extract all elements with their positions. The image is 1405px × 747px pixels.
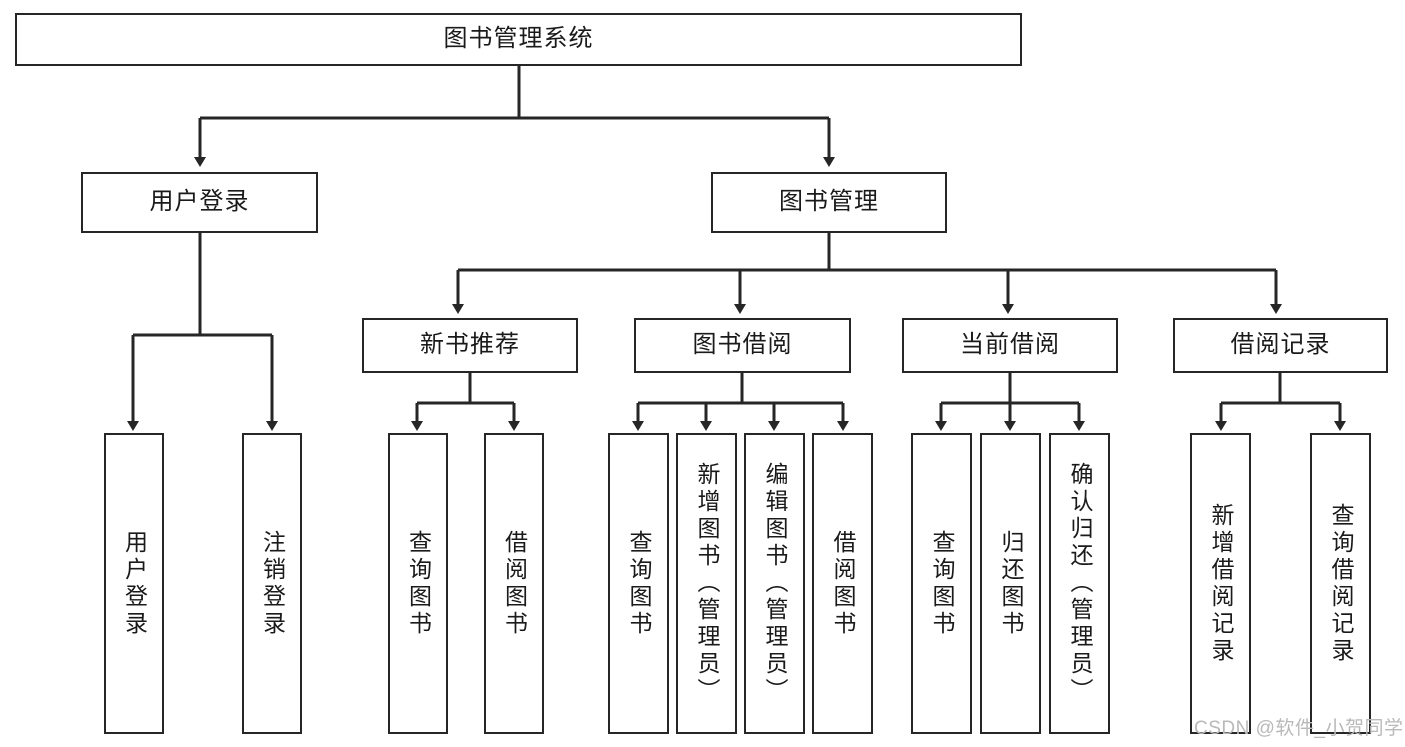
node-leaf-logout[interactable]: 注销登录 (242, 433, 302, 734)
node-borrow-record-label: 借阅记录 (1230, 331, 1331, 359)
watermark-text: CSDN @软件_小贺同学 (1194, 718, 1404, 739)
node-leaf-query-book-borrow-label: 查询图书 (626, 529, 653, 638)
node-leaf-borrow-book-recommend-label: 借阅图书 (501, 529, 528, 638)
node-borrow-record[interactable]: 借阅记录 (1173, 318, 1388, 373)
node-leaf-confirm-return-admin[interactable]: 确认归还（管理员） (1049, 433, 1110, 734)
node-book-management[interactable]: 图书管理 (711, 172, 947, 233)
node-leaf-edit-book-admin-label: 编辑图书（管理员） (762, 462, 789, 705)
node-leaf-return-book[interactable]: 归还图书 (980, 433, 1041, 734)
node-new-book-recommend-label: 新书推荐 (420, 331, 520, 359)
node-leaf-borrow-book-label: 借阅图书 (830, 529, 857, 638)
node-leaf-query-book-current[interactable]: 查询图书 (911, 433, 972, 734)
node-leaf-borrow-book-recommend[interactable]: 借阅图书 (484, 433, 544, 734)
node-current-borrow[interactable]: 当前借阅 (902, 318, 1118, 373)
node-leaf-query-book-recommend[interactable]: 查询图书 (388, 433, 448, 734)
node-user-login-label: 用户登录 (149, 188, 250, 216)
node-root-label: 图书管理系统 (443, 25, 594, 53)
node-user-login[interactable]: 用户登录 (81, 172, 318, 233)
node-leaf-query-book-recommend-label: 查询图书 (405, 529, 432, 638)
node-book-borrow-label: 图书借阅 (692, 331, 793, 359)
node-leaf-user-login[interactable]: 用户登录 (104, 433, 164, 734)
node-book-borrow[interactable]: 图书借阅 (634, 318, 851, 373)
node-new-book-recommend[interactable]: 新书推荐 (362, 318, 578, 373)
node-leaf-query-book-borrow[interactable]: 查询图书 (608, 433, 669, 734)
node-leaf-return-book-label: 归还图书 (998, 529, 1025, 638)
node-leaf-borrow-book[interactable]: 借阅图书 (812, 433, 873, 734)
node-leaf-edit-book-admin[interactable]: 编辑图书（管理员） (744, 433, 805, 734)
node-current-borrow-label: 当前借阅 (960, 331, 1060, 359)
node-leaf-user-login-label: 用户登录 (121, 529, 148, 638)
node-leaf-confirm-return-admin-label: 确认归还（管理员） (1067, 462, 1094, 705)
node-root[interactable]: 图书管理系统 (15, 13, 1022, 66)
node-book-management-label: 图书管理 (779, 188, 879, 216)
node-leaf-query-borrow-record-label: 查询借阅记录 (1328, 502, 1355, 665)
node-leaf-add-book-admin[interactable]: 新增图书（管理员） (676, 433, 737, 734)
node-leaf-add-book-admin-label: 新增图书（管理员） (694, 462, 721, 705)
node-leaf-query-book-current-label: 查询图书 (929, 529, 956, 638)
node-leaf-logout-label: 注销登录 (259, 529, 286, 638)
node-leaf-query-borrow-record[interactable]: 查询借阅记录 (1310, 433, 1371, 734)
node-leaf-add-borrow-record-label: 新增借阅记录 (1208, 502, 1235, 665)
node-leaf-add-borrow-record[interactable]: 新增借阅记录 (1190, 433, 1251, 734)
